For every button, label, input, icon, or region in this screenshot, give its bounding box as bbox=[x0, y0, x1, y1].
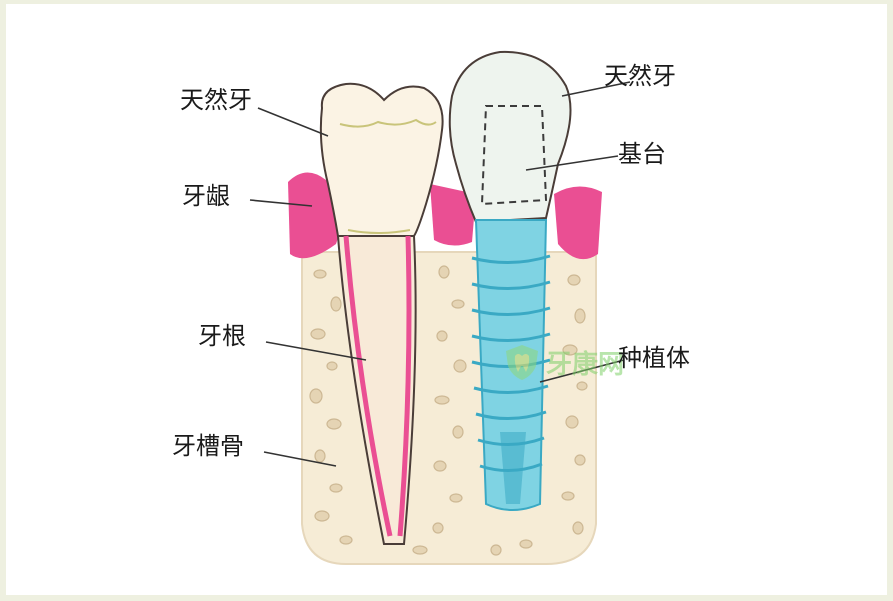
watermark-text: 牙康网 bbox=[546, 349, 625, 380]
label-natural-tooth-right: 天然牙 bbox=[604, 62, 676, 90]
label-abutment: 基台 bbox=[618, 140, 666, 168]
natural-tooth bbox=[319, 82, 444, 545]
shield-tooth-logo-icon bbox=[506, 345, 538, 380]
crown-and-abutment bbox=[448, 50, 572, 224]
label-alveolar-bone: 牙槽骨 bbox=[172, 432, 244, 460]
watermark: 牙康网 bbox=[502, 342, 624, 382]
dental-implant-diagram bbox=[249, 50, 631, 565]
label-root: 牙根 bbox=[198, 322, 246, 350]
label-implant: 种植体 bbox=[618, 344, 690, 372]
diagram-canvas: 牙康网 天然牙 牙龈 牙根 牙槽骨 天然牙 基台 种植体 bbox=[6, 4, 887, 595]
label-gum: 牙龈 bbox=[182, 182, 230, 210]
leader-lines bbox=[249, 81, 631, 467]
label-natural-tooth-left: 天然牙 bbox=[180, 86, 252, 114]
